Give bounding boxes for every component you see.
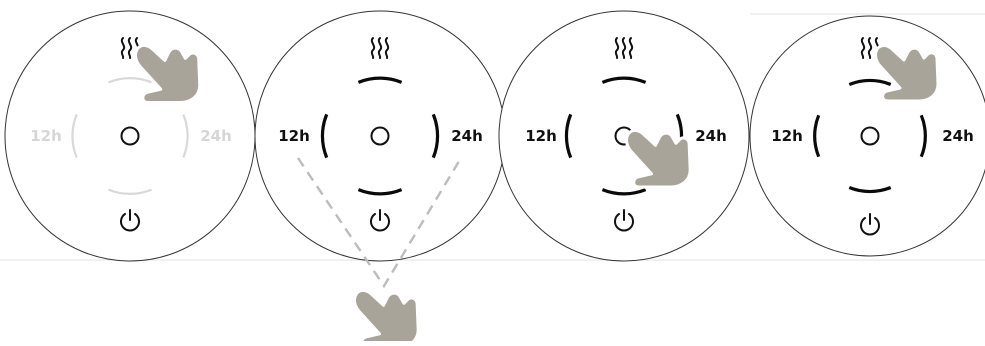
remote-face	[498, 10, 750, 262]
timer-24h-label[interactable]: 24h	[200, 127, 232, 145]
pointing-hand-icon	[874, 43, 940, 103]
timer-ring-dim	[71, 77, 189, 195]
timer-ring-active	[813, 78, 927, 194]
timer-ring-active	[320, 76, 440, 196]
circle-button-icon[interactable]	[370, 126, 390, 146]
power-icon[interactable]	[860, 213, 880, 236]
remote-step-1: 12h 24h	[4, 10, 256, 262]
power-icon[interactable]	[120, 209, 140, 232]
circle-button-icon[interactable]	[860, 126, 880, 146]
timer-12h-label[interactable]: 12h	[771, 127, 803, 145]
pointing-hand-icon	[624, 128, 692, 189]
remote-step-2: 12h 24h	[254, 10, 506, 346]
remote-step-3: 12h 24h	[498, 10, 750, 262]
timer-24h-label[interactable]: 24h	[942, 127, 974, 145]
timer-12h-label[interactable]: 12h	[30, 127, 62, 145]
dashed-guide-lines	[297, 157, 463, 289]
circle-button-icon[interactable]	[120, 126, 140, 146]
pointing-hand-icon	[352, 288, 420, 346]
timer-12h-label[interactable]: 12h	[525, 127, 557, 145]
timer-12h-label[interactable]: 12h	[278, 127, 310, 145]
pointing-hand-icon	[133, 43, 202, 105]
power-icon[interactable]	[370, 209, 390, 232]
timer-24h-label[interactable]: 24h	[451, 127, 483, 145]
power-icon[interactable]	[614, 209, 634, 232]
timer-24h-label[interactable]: 24h	[695, 127, 727, 145]
remote-step-4: 12h 24h	[749, 15, 985, 257]
